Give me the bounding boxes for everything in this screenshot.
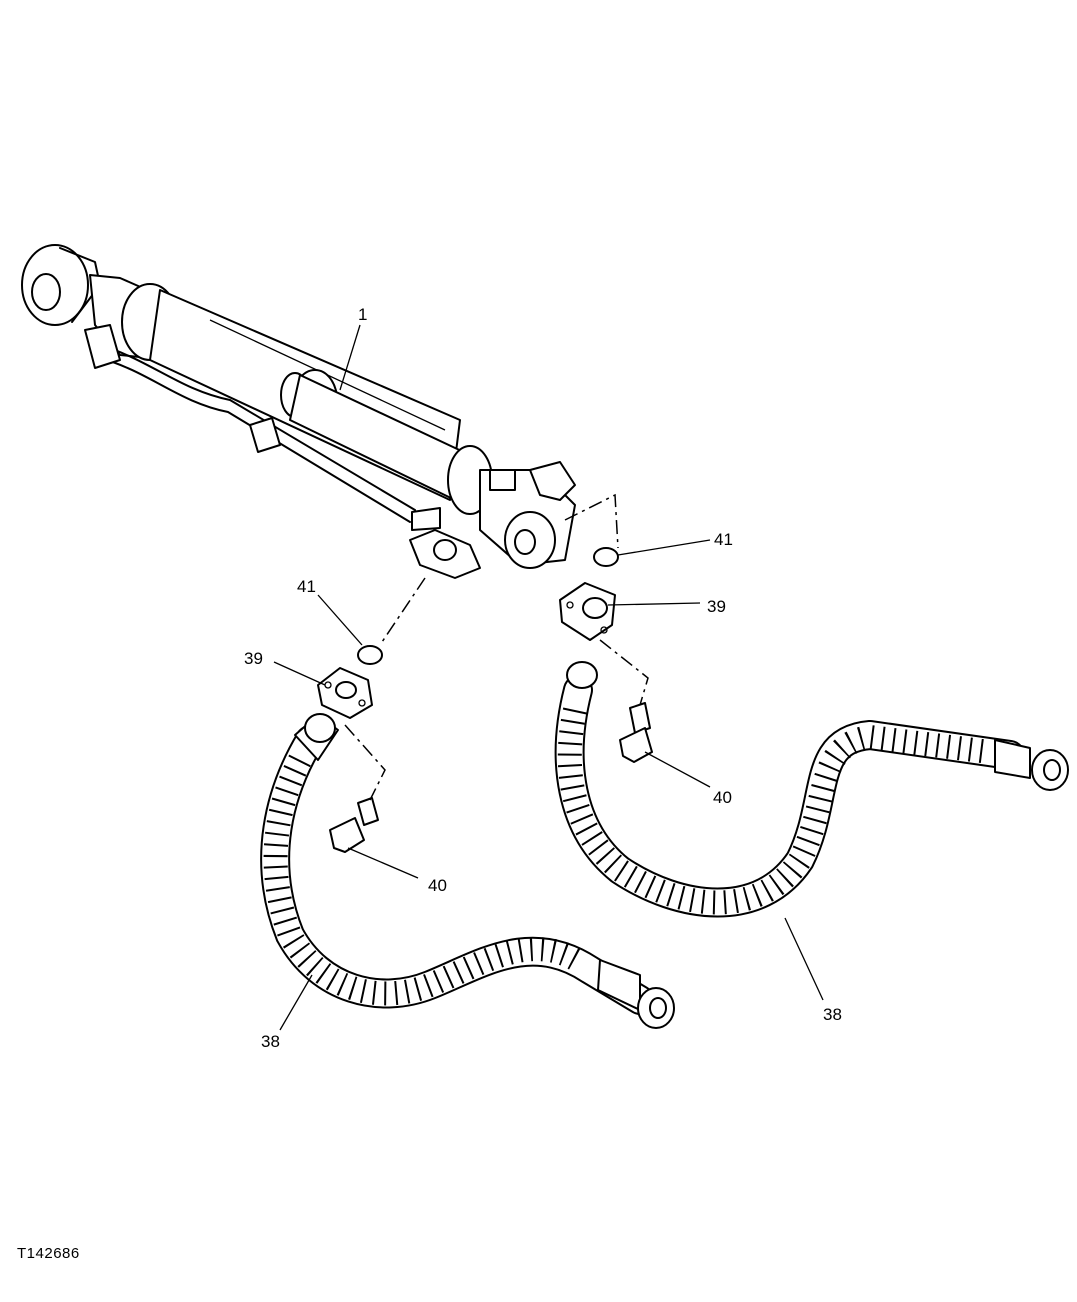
leader-40b xyxy=(644,751,711,788)
callout-41-right: 41 xyxy=(714,530,733,549)
leader-41b xyxy=(617,539,711,556)
o-ring-right xyxy=(593,547,619,567)
leader-38a xyxy=(279,974,313,1031)
leader-39a xyxy=(273,661,326,686)
leader-38b xyxy=(784,917,824,1001)
cap-screw-left xyxy=(329,797,379,853)
flange-left xyxy=(317,667,373,719)
hose-left xyxy=(260,713,675,1029)
callout-39-right: 39 xyxy=(707,597,726,616)
callout-39-left: 39 xyxy=(244,649,263,668)
hose-right xyxy=(554,661,1069,918)
hydraulic-cylinder xyxy=(21,244,576,579)
leader-40a xyxy=(347,847,419,879)
leader-39b xyxy=(607,602,701,606)
flange-right xyxy=(559,582,616,641)
leader-41a xyxy=(317,594,363,646)
callout-40-left: 40 xyxy=(428,876,447,895)
leader-1 xyxy=(339,324,361,391)
cap-screw-right xyxy=(619,702,653,763)
callout-38-left: 38 xyxy=(261,1032,280,1051)
callout-1: 1 xyxy=(358,305,368,324)
callout-40-right: 40 xyxy=(713,788,732,807)
figure-id: T142686 xyxy=(17,1245,80,1262)
callout-41-left: 41 xyxy=(297,577,316,596)
o-ring-left xyxy=(357,645,383,665)
callout-38-right: 38 xyxy=(823,1005,842,1024)
